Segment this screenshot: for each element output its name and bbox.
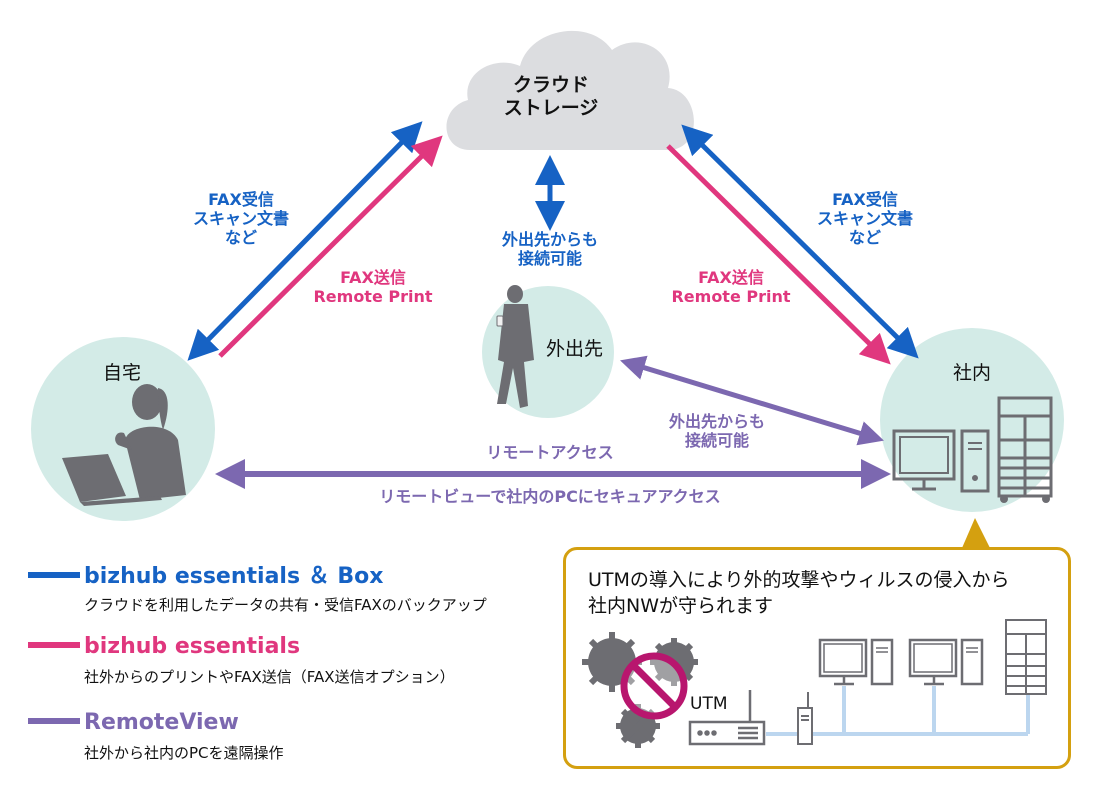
outside-office-label-line: 外出先からも [668, 412, 765, 431]
left-pink-label: FAX送信 Remote Print [298, 268, 448, 306]
office-node-circle [880, 328, 1064, 512]
legend-title: bizhub essentials [84, 634, 301, 659]
right-blue-label-line: スキャン文書 [816, 209, 913, 229]
legend-desc: 社外からのプリントやFAX送信（FAX送信オプション） [84, 668, 455, 686]
utm-label: UTM [690, 694, 728, 714]
right-pink-label-line: Remote Print [671, 287, 791, 307]
left-pink-label-line: FAX送信 [340, 268, 406, 287]
utm-description: UTMの導入により外的攻撃やウィルスの侵入から 社内NWが守られます [588, 568, 1010, 619]
office-node-label: 社内 [953, 362, 992, 384]
right-pink-label-line: FAX送信 [698, 268, 764, 287]
legend-blue-swatch [28, 572, 80, 578]
remote-access-top-label: リモートアクセス [486, 443, 614, 462]
left-pink-label-line: Remote Print [313, 287, 433, 307]
center-connect-label-line: 外出先からも [501, 230, 598, 249]
outside-office-label: 外出先からも 接続可能 [652, 412, 782, 450]
legend-desc: 社外から社内のPCを遠隔操作 [84, 744, 284, 762]
legend-pink-swatch [28, 642, 80, 648]
utm-device-icon [688, 690, 766, 746]
center-connect-label: 外出先からも 接続可能 [485, 230, 615, 268]
network-pc-icon [818, 638, 894, 686]
office-mfp-icon [997, 396, 1053, 503]
legend-purple-swatch [28, 718, 80, 724]
outside-node-label: 外出先 [546, 338, 604, 360]
left-blue-arrow [187, 121, 423, 361]
right-blue-label-line: FAX受信 [832, 190, 898, 209]
right-blue-label-line: など [848, 228, 881, 248]
router-icon [797, 692, 813, 745]
cloud-storage-label: クラウド ストレージ [486, 74, 616, 120]
legend-title: RemoteView [84, 710, 239, 735]
utm-description-line2: 社内NWが守られます [588, 594, 773, 617]
network-lines [766, 680, 1030, 736]
outside-office-purple-arrow [620, 355, 884, 446]
legend-desc: クラウドを利用したデータの共有・受信FAXのバックアップ [84, 596, 487, 614]
right-blue-arrow [681, 124, 919, 359]
cloud-label-line1: クラウド [512, 74, 589, 96]
ban-icon [620, 652, 688, 720]
right-pink-arrow [666, 144, 891, 365]
mobile-worker-icon [496, 285, 534, 408]
left-pink-arrow [218, 135, 443, 358]
left-blue-label-line: など [224, 228, 257, 248]
home-worker-icon [62, 384, 186, 506]
outside-office-label-line: 接続可能 [684, 431, 749, 451]
left-blue-label-line: スキャン文書 [192, 209, 289, 229]
left-blue-label-line: FAX受信 [208, 190, 274, 209]
utm-info-box: UTMの導入により外的攻撃やウィルスの侵入から 社内NWが守られます UTM [563, 547, 1071, 769]
cloud-label-line2: ストレージ [503, 96, 599, 119]
remote-access-bottom-label: リモートビューで社内のPCにセキュアアクセス [379, 487, 721, 506]
left-blue-label: FAX受信 スキャン文書 など [176, 190, 306, 248]
cloud-storage-shape [446, 30, 694, 150]
network-pc-icon [908, 638, 984, 686]
right-pink-label: FAX送信 Remote Print [656, 268, 806, 306]
home-node-label: 自宅 [103, 362, 142, 384]
right-blue-label: FAX受信 スキャン文書 など [800, 190, 930, 248]
utm-network-illustration [582, 619, 1047, 748]
legend-title: bizhub essentials ＆ Box [84, 564, 384, 589]
callout-pointer [962, 518, 990, 548]
network-mfp-icon [1005, 619, 1047, 695]
utm-description-line1: UTMの導入により外的攻撃やウィルスの侵入から [588, 569, 1010, 591]
center-connect-label-line: 接続可能 [517, 249, 582, 269]
office-pc-icon [892, 429, 990, 493]
